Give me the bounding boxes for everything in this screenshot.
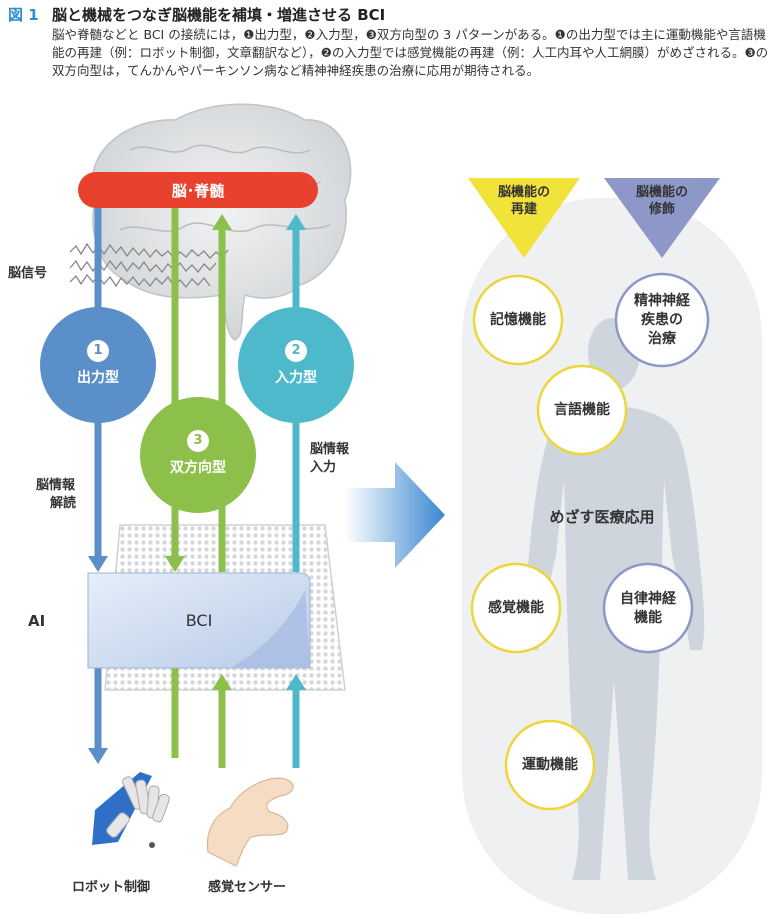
decode-label-line1: 脳情報: [36, 478, 76, 493]
memory-function-circle: [472, 274, 564, 366]
memory-function-label: 記憶機能: [490, 312, 546, 328]
modify-triangle: [604, 178, 720, 258]
output-pathway: [88, 200, 108, 764]
motor-function-circle: [504, 719, 596, 811]
human-hand-icon: [206, 777, 294, 867]
medical-goal-label: めざす医療応用: [549, 508, 655, 526]
autonomic-label-line1: 自律神経: [620, 591, 676, 607]
output-type-label: 出力型: [77, 370, 119, 386]
brain-signal-label: 脳信号: [8, 266, 48, 281]
autonomic-label-line2: 機能: [634, 610, 662, 626]
brain-spinal-bar: [78, 172, 318, 208]
bci-label: BCI: [185, 611, 213, 630]
decode-label-line2: 解読: [50, 496, 77, 511]
robot-control-label: ロボット制御: [72, 880, 151, 895]
output-type-circle: [40, 307, 156, 423]
autonomic-function-circle: [602, 562, 694, 654]
sensory-function-circle: [470, 562, 562, 654]
input-type-circle: [238, 307, 354, 423]
flow-arrow: [345, 462, 445, 568]
ai-label: AI: [28, 612, 46, 630]
modify-label-line2: 修飾: [648, 202, 675, 217]
figure-title: 脳と機械をつなぎ脳機能を補填・増進させる BCI: [52, 6, 386, 24]
restore-triangle: [468, 178, 580, 258]
bidirectional-number: 3: [193, 433, 203, 448]
sensory-sensor-label: 感覚センサー: [208, 880, 287, 895]
output-number-badge: [87, 340, 109, 362]
figure-caption: 脳や脊髄などと BCI の接続には，❶出力型，❷入力型，❸双方向型の 3 パター…: [52, 27, 769, 78]
output-number: 1: [93, 343, 103, 358]
bidirectional-type-circle: [140, 397, 256, 513]
input-number-badge: [285, 340, 307, 362]
motor-function-label: 運動機能: [522, 757, 578, 773]
input-number: 2: [291, 343, 301, 358]
psych-label-line3: 治療: [648, 331, 676, 347]
psych-label-line1: 精神神経: [634, 293, 690, 309]
input-type-label: 入力型: [275, 370, 317, 386]
input-info-label-line2: 入力: [310, 460, 337, 475]
input-info-label-line1: 脳情報: [310, 442, 350, 457]
language-function-label: 言語機能: [554, 402, 610, 418]
brain-spinal-label: 脳･脊髄: [171, 182, 225, 200]
language-function-circle: [536, 364, 628, 456]
psychiatric-treatment-circle: [614, 272, 710, 368]
robot-hand-icon: [92, 772, 170, 848]
figure-label: 図 1: [8, 6, 39, 24]
bidirectional-number-badge: [187, 430, 209, 452]
restore-label-line1: 脳機能の: [497, 185, 550, 200]
psych-label-line2: 疾患の: [641, 312, 683, 328]
restore-label-line2: 再建: [510, 202, 537, 217]
bci-box: [87, 572, 311, 669]
modify-label-line1: 脳機能の: [635, 185, 688, 200]
sensory-function-label: 感覚機能: [488, 600, 544, 616]
bidirectional-type-label: 双方向型: [170, 460, 226, 476]
